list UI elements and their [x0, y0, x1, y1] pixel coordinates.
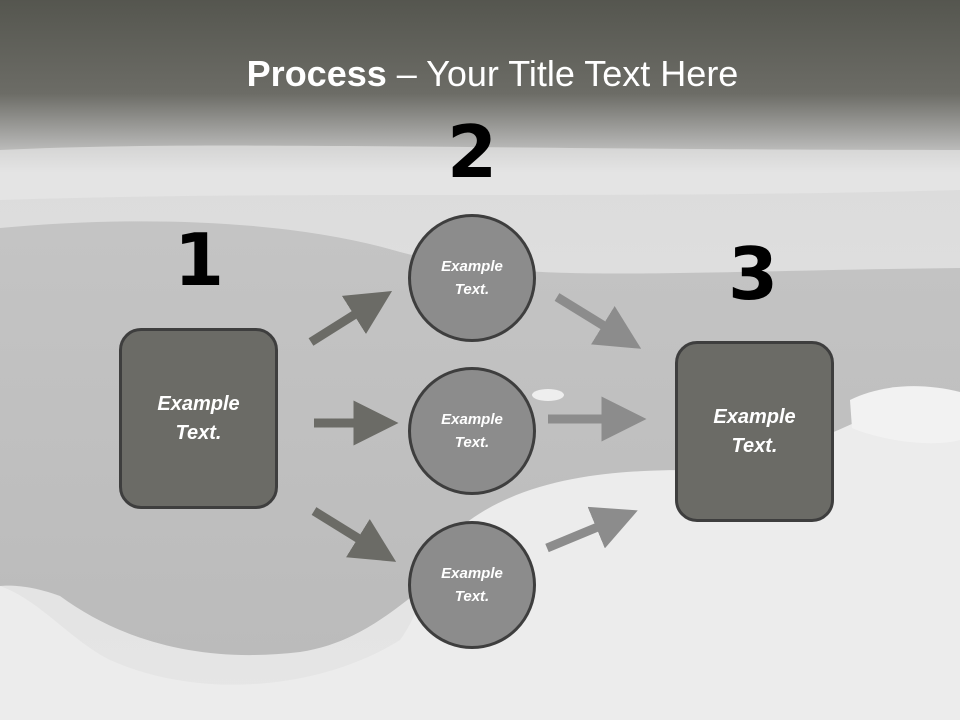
arrow-2-to-3-top: [554, 293, 642, 349]
ice-patch-right: [850, 386, 960, 444]
step-2-circle-middle-text: Example Text.: [441, 411, 503, 451]
ice-patch-small: [532, 389, 564, 401]
step-2-circle-middle: Example Text.: [408, 367, 536, 495]
step-1-text: Example Text.: [157, 392, 240, 444]
step-2-circle-bottom-text: Example Text.: [441, 565, 503, 605]
step-number-1: 1: [173, 218, 225, 302]
title-rest: – Your Title Text Here: [386, 53, 739, 94]
step-1-box: Example Text.: [119, 328, 278, 509]
title-bold: Process: [246, 53, 387, 94]
step-3-text: Example Text.: [713, 405, 796, 457]
haze-band: [0, 145, 960, 200]
step-2-circle-bottom: Example Text.: [408, 521, 536, 649]
step-2-circle-top: Example Text.: [408, 214, 536, 342]
step-number-3: 3: [727, 232, 779, 316]
arrow-1-to-2-top: [308, 291, 393, 346]
step-2-circle-top-text: Example Text.: [441, 258, 503, 298]
arrow-2-to-3-bottom: [545, 506, 638, 553]
step-number-2: 2: [446, 110, 498, 194]
step-3-box: Example Text.: [675, 341, 834, 522]
slide-title: Process – Your Title Text Here: [0, 50, 960, 98]
arrow-1-to-2-bottom: [311, 507, 397, 562]
